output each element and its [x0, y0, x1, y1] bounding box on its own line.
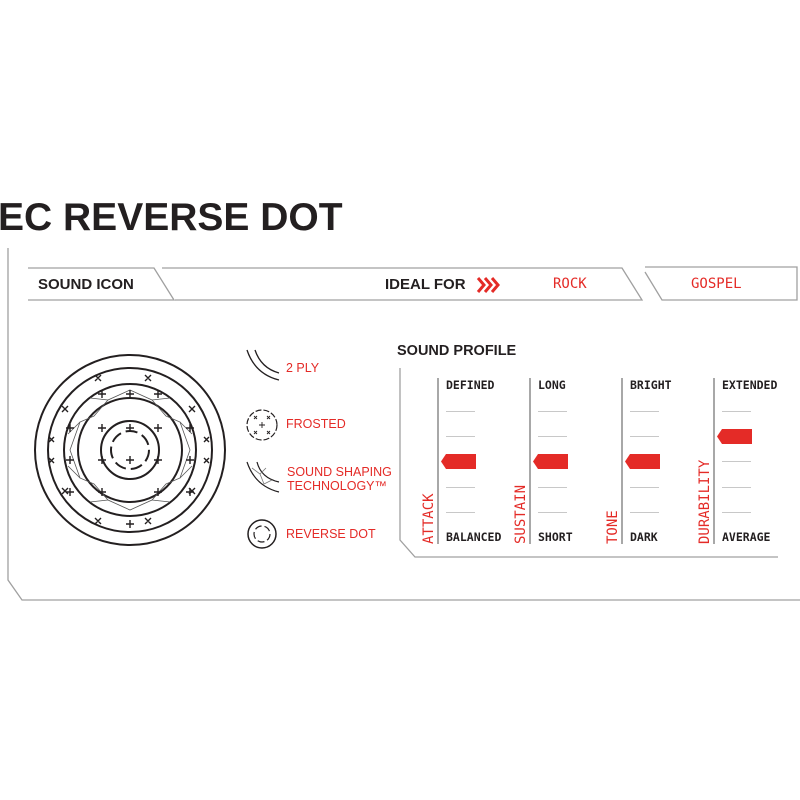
slider-tick [446, 487, 475, 488]
slider-tick [446, 411, 475, 412]
slider-bottom-label: AVERAGE [722, 530, 771, 544]
slider-bottom-label: DARK [630, 530, 658, 544]
feature-sound-shaping-line1: SOUND SHAPING [287, 465, 392, 479]
feature-reverse-dot: REVERSE DOT [286, 527, 376, 541]
slider-top-label: LONG [538, 378, 566, 392]
slider-name: DURABILITY [697, 459, 713, 544]
slider-bottom-label: SHORT [538, 530, 573, 544]
slider-tick [722, 487, 751, 488]
slider-top-label: DEFINED [446, 378, 495, 392]
sound-profile-title: SOUND PROFILE [397, 343, 517, 359]
reverse-dot-icon [247, 519, 277, 549]
slider-tick [722, 461, 751, 462]
feature-2-ply: 2 PLY [286, 361, 320, 375]
slider-tick [630, 512, 659, 513]
feature-frosted: FROSTED [286, 417, 346, 431]
slider-tick [630, 411, 659, 412]
slider-tick [538, 411, 567, 412]
sound-icon-label: SOUND ICON [38, 276, 134, 293]
slider-tick [722, 512, 751, 513]
slider-marker [625, 454, 660, 469]
slider-name: SUSTAIN [513, 484, 529, 544]
sound-shaping-icon [246, 461, 280, 493]
slider-tick [446, 436, 475, 437]
slider-tick [538, 512, 567, 513]
slider-tick [630, 436, 659, 437]
genre-rock: ROCK [553, 276, 587, 292]
ideal-for-label: IDEAL FOR [385, 276, 466, 293]
slider-top-label: EXTENDED [722, 378, 778, 392]
genre-gospel: GOSPEL [691, 276, 742, 292]
slider-marker [717, 429, 752, 444]
slider-track [529, 378, 531, 544]
slider-top-label: BRIGHT [630, 378, 672, 392]
page-title: EC REVERSE DOT [0, 196, 343, 239]
slider-tick [538, 436, 567, 437]
slider-track [713, 378, 715, 544]
slider-track [621, 378, 623, 544]
slider-marker [533, 454, 568, 469]
chevrons-icon [476, 277, 500, 293]
slider-name: ATTACK [421, 493, 437, 544]
slider-marker [441, 454, 476, 469]
slider-track [437, 378, 439, 544]
slider-tick [630, 487, 659, 488]
slider-name: TONE [605, 510, 621, 544]
slider-tick [538, 487, 567, 488]
slider-tick [722, 411, 751, 412]
drumhead-icon [34, 354, 226, 546]
slider-tick [446, 512, 475, 513]
slider-bottom-label: BALANCED [446, 530, 502, 544]
two-ply-icon [246, 349, 280, 381]
feature-sound-shaping-line2: TECHNOLOGY™ [287, 479, 388, 493]
frosted-icon [246, 409, 278, 441]
